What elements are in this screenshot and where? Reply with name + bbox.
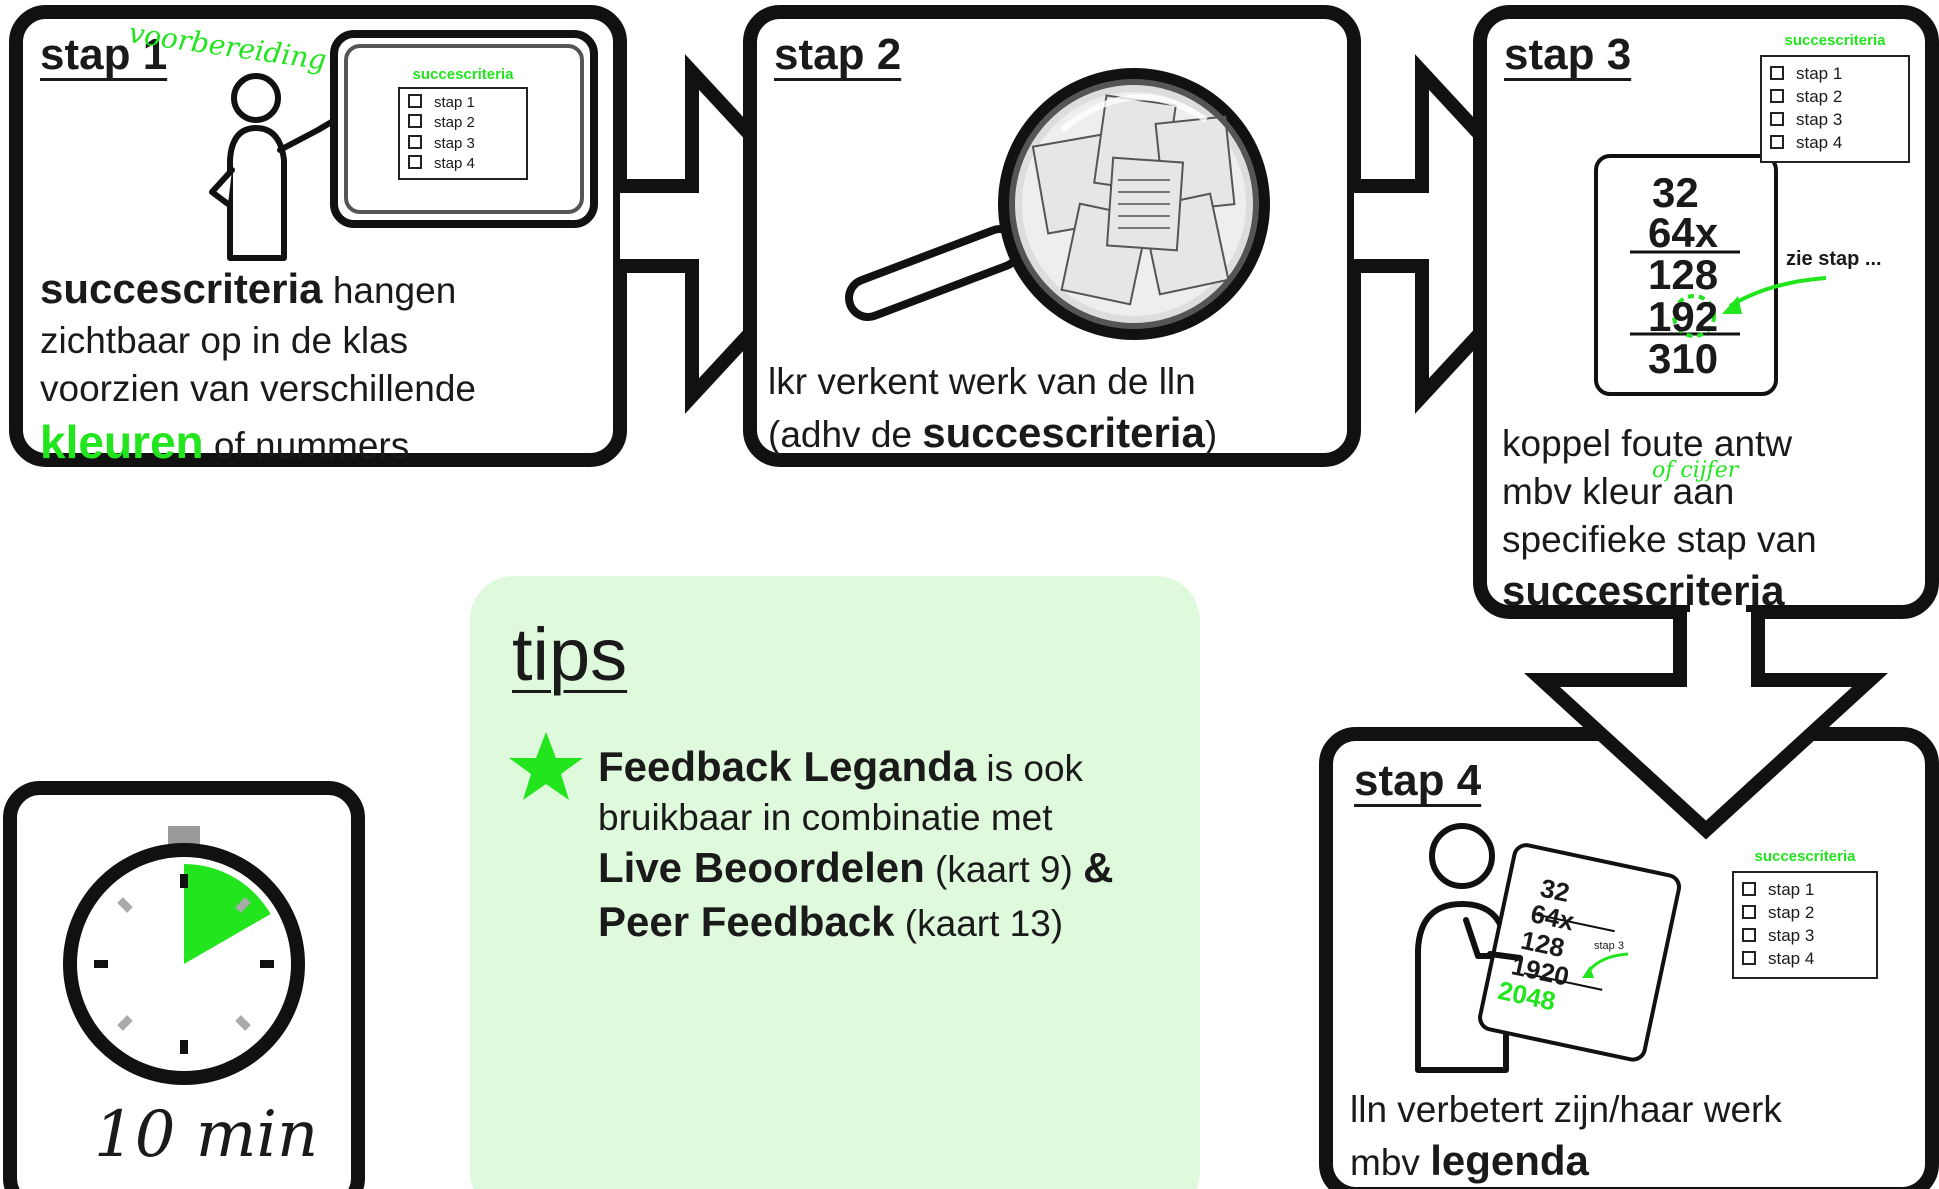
arrow-3-to-4 xyxy=(1523,612,1889,840)
tips-title: tips xyxy=(512,613,628,696)
checklist-item: stap 3 xyxy=(1742,925,1868,948)
checklist-item: stap 4 xyxy=(1770,132,1900,155)
board-checklist-title: succescriteria xyxy=(412,66,514,83)
checklist-item: stap 1 xyxy=(1742,879,1868,902)
highlight-succescriteria: succescriteria xyxy=(40,265,323,312)
checklist-title: succescriteria xyxy=(1754,848,1856,865)
calc-line: 192 xyxy=(1648,293,1719,340)
worksheet xyxy=(1478,843,1682,1062)
checklist-item: stap 1 xyxy=(1770,63,1900,86)
tips-text: Feedback Leganda is ook bruikbaar in com… xyxy=(598,743,1114,945)
zie-stap-note: zie stap ... xyxy=(1786,248,1882,270)
stopwatch-icon xyxy=(63,826,305,1085)
board-checklist: succescriteria stap 1 stap 2 stap 3 stap… xyxy=(398,66,528,180)
tips-panel-background xyxy=(470,576,1200,1189)
calc-line: 128 xyxy=(1648,251,1719,298)
paper-stap-note: stap 3 xyxy=(1594,940,1624,952)
calc-line: 32 xyxy=(1652,169,1699,216)
stap-4-text: lln verbetert zijn/haar werk mbv legenda xyxy=(1350,1089,1782,1185)
board-item: stap 2 xyxy=(408,113,518,133)
checklist-item: stap 2 xyxy=(1770,86,1900,109)
of-cijfer-note: of cijfer xyxy=(1652,458,1739,483)
star-icon xyxy=(509,732,583,800)
timer-progress-wedge xyxy=(184,864,271,964)
board-item: stap 4 xyxy=(408,154,518,174)
checklist-title: succescriteria xyxy=(1784,32,1886,49)
stap-3-text: koppel foute antw mbv kleur aan specifie… xyxy=(1502,423,1817,615)
timer-label: 10 min xyxy=(94,1098,319,1172)
error-circle xyxy=(1672,294,1716,338)
stap-1-title: stap 1 xyxy=(40,30,168,79)
checklist-item: stap 2 xyxy=(1742,902,1868,925)
magnifier-icon xyxy=(845,68,1270,340)
checklist-item: stap 3 xyxy=(1770,109,1900,132)
calc-line: 64x xyxy=(1648,209,1719,256)
highlight-kleuren: kleuren xyxy=(40,415,204,468)
stap-3-checklist: succescriteria stap 1 stap 2 stap 3 stap… xyxy=(1760,32,1910,163)
stap-2-text: lkr verkent werk van de lln (adhv de suc… xyxy=(768,361,1218,457)
stap-1-text: succescriteria hangen zichtbaar op in de… xyxy=(40,265,477,468)
stap-2-title: stap 2 xyxy=(774,30,902,79)
stap-4-title: stap 4 xyxy=(1354,756,1482,805)
stap-3-title: stap 3 xyxy=(1504,30,1632,79)
board-item: stap 1 xyxy=(408,93,518,113)
calc-line: 310 xyxy=(1648,335,1719,382)
board-item: stap 3 xyxy=(408,134,518,154)
checklist-item: stap 4 xyxy=(1742,948,1868,971)
stap-4-checklist: succescriteria stap 1 stap 2 stap 3 stap… xyxy=(1732,848,1878,979)
